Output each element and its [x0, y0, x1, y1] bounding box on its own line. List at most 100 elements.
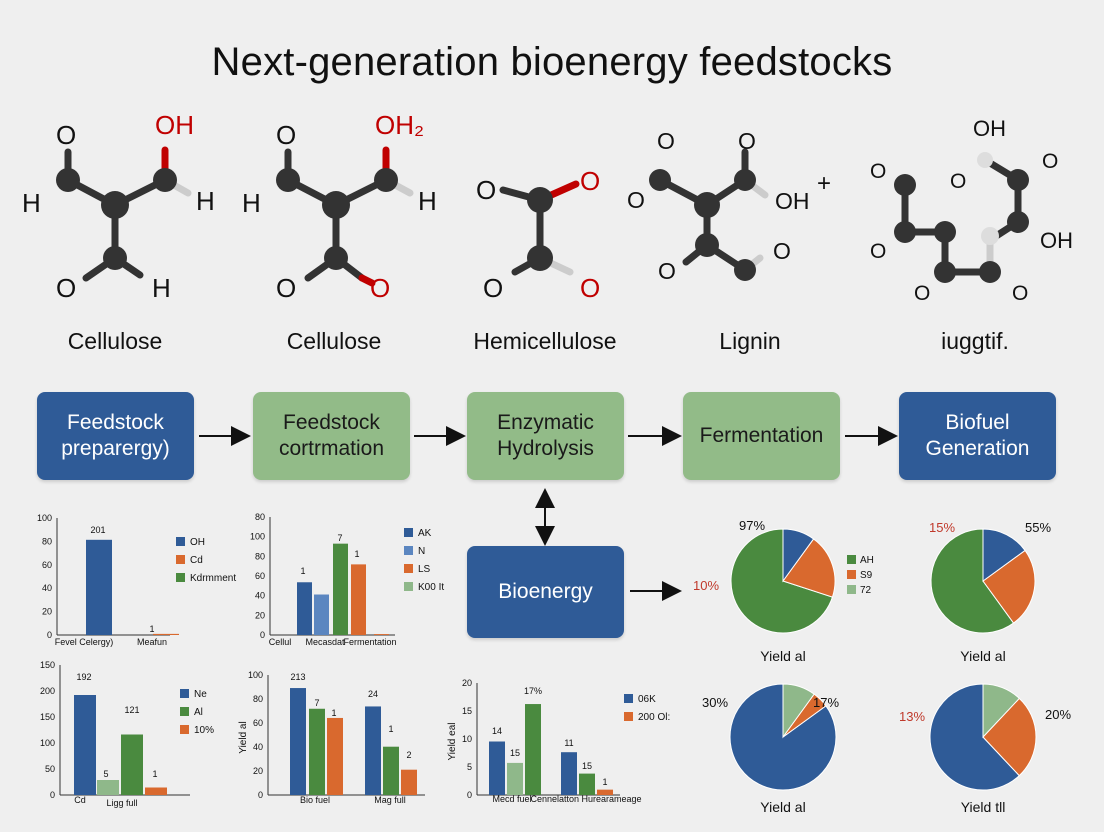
chart-tick-label: 20	[253, 766, 263, 776]
molecule-label: Hemicellulose	[473, 328, 617, 354]
chart-legend-swatch	[176, 573, 185, 582]
chart-bar	[597, 789, 613, 795]
chart-bar	[121, 734, 143, 795]
chart-slice-label: 17%	[813, 695, 839, 710]
atom-label: H	[418, 186, 437, 216]
atom-label: OH	[155, 110, 194, 140]
chart-bar	[525, 704, 541, 795]
chart-tick-label: 20	[255, 610, 265, 620]
chart-data-label: 213	[290, 672, 305, 682]
chart-slice-label: 55%	[1025, 520, 1051, 535]
atom-label: OH₂	[375, 110, 425, 140]
chart-legend-label: 200 Ol:	[638, 712, 670, 723]
chart-bar	[561, 752, 577, 795]
chart-tick-label: 80	[42, 536, 52, 546]
chart-bar	[153, 633, 179, 635]
chart-bar	[365, 706, 381, 795]
atom-label: O	[914, 282, 931, 305]
chart-data-label: 1	[388, 724, 393, 734]
chart-bar	[145, 787, 167, 795]
atom-label: O	[276, 120, 297, 150]
chart-legend-swatch	[847, 570, 856, 579]
chart-data-label: 15	[510, 748, 520, 758]
flow-step-feedstock-preparation[interactable]: Feedstock preparergy)	[37, 392, 194, 480]
chart-tick-label: 20	[42, 607, 52, 617]
chart-bar	[383, 746, 399, 795]
chart-data-label: 2	[406, 750, 411, 760]
atom-label: OH	[1040, 228, 1073, 253]
flow-step-fermentation[interactable]: Fermentation	[683, 392, 840, 480]
chart-data-label: 7	[337, 533, 342, 543]
atom-label: H	[196, 186, 215, 216]
chart-caption: Yield al	[760, 648, 805, 664]
chart-pie-slice	[982, 683, 1020, 739]
flow-step-enzymatic-hydrolysis[interactable]: Enzymatic Hydrolysis	[467, 392, 624, 480]
atom-label: O	[658, 258, 676, 284]
chart-tick-label: 5	[467, 762, 472, 772]
flow-step-label: Biofuel Generation	[925, 410, 1030, 460]
chart-category-label: Cennelatton Hurearameage	[530, 794, 641, 804]
chart-legend-swatch	[180, 725, 189, 734]
chart-legend-swatch	[176, 555, 185, 564]
chart-legend-swatch	[624, 712, 633, 721]
chart-legend-swatch	[176, 537, 185, 546]
atom-label: O	[627, 187, 645, 213]
chart-data-label: 1	[149, 624, 154, 634]
chart-bar	[97, 780, 119, 795]
chart-tick-label: 100	[248, 670, 263, 680]
chart-tick-label: 100	[37, 513, 52, 523]
chart-category-label: Mecasdat	[305, 637, 345, 647]
chart-legend-label: AH	[860, 555, 874, 566]
chart-tick-label: 50	[45, 764, 55, 774]
flow-branch-bioenergy[interactable]: Bioenergy	[467, 546, 624, 638]
chart-legend-swatch	[847, 555, 856, 564]
chart-data-label: 5	[103, 769, 108, 779]
flow-step-label: Feedstock cortrmation	[278, 410, 385, 460]
chart-tick-label: 0	[258, 790, 263, 800]
atom-label: O	[370, 273, 391, 303]
chart-category-label: Fevel Celergy)	[55, 637, 114, 647]
chart-slice-label: 30%	[702, 695, 728, 710]
atom-label: H	[22, 188, 41, 218]
flow-step-label: Fermentation	[699, 423, 824, 447]
chart-category-label: Mecd fuel	[492, 794, 531, 804]
chart-legend-label: OH	[190, 537, 205, 548]
chart-data-label: 15	[582, 761, 592, 771]
atom-label: O	[870, 160, 887, 183]
molecule-label: iuggtif.	[941, 328, 1009, 354]
chart-bar	[314, 594, 329, 635]
chart-legend-swatch	[624, 694, 633, 703]
chart-tick-label: 150	[40, 712, 55, 722]
molecule-label: Cellulose	[67, 328, 163, 354]
chart-data-label: 14	[492, 726, 502, 736]
chart-tick-label: 80	[253, 694, 263, 704]
chart-category-label: Cellul	[269, 637, 292, 647]
atom-label: O	[950, 170, 967, 193]
chart-caption: Yield al	[760, 799, 805, 815]
chart-legend-label: S9	[860, 570, 873, 581]
chart-tick-label: 40	[42, 583, 52, 593]
chart-legend-label: 10%	[194, 725, 214, 736]
atom-label: O	[773, 238, 791, 264]
chart-legend-swatch	[180, 689, 189, 698]
atom-label: O	[870, 240, 887, 263]
chart-category-label: Fermentation	[343, 637, 396, 647]
chart-tick-label: 200	[40, 686, 55, 696]
flow-step-biofuel-generation[interactable]: Biofuel Generation	[899, 392, 1056, 480]
chart-tick-label: 100	[250, 532, 265, 542]
chart-caption: Yield al	[960, 648, 1005, 664]
chart-data-label: 7	[314, 698, 319, 708]
flow-step-feedstock-conformation[interactable]: Feedstock cortrmation	[253, 392, 410, 480]
chart-category-label: Mag full	[374, 795, 406, 805]
chart-pie-slice	[730, 528, 834, 634]
chart-legend-label: LS	[418, 564, 431, 575]
chart-tick-label: 40	[253, 742, 263, 752]
atom-label: OH	[775, 188, 810, 214]
chart-category-label: Meafun	[137, 637, 167, 647]
chart-tick-label: 60	[253, 718, 263, 728]
chart-legend-swatch	[404, 528, 413, 537]
chart-legend-swatch	[180, 707, 189, 716]
chart-legend-label: K00 It	[418, 582, 444, 593]
